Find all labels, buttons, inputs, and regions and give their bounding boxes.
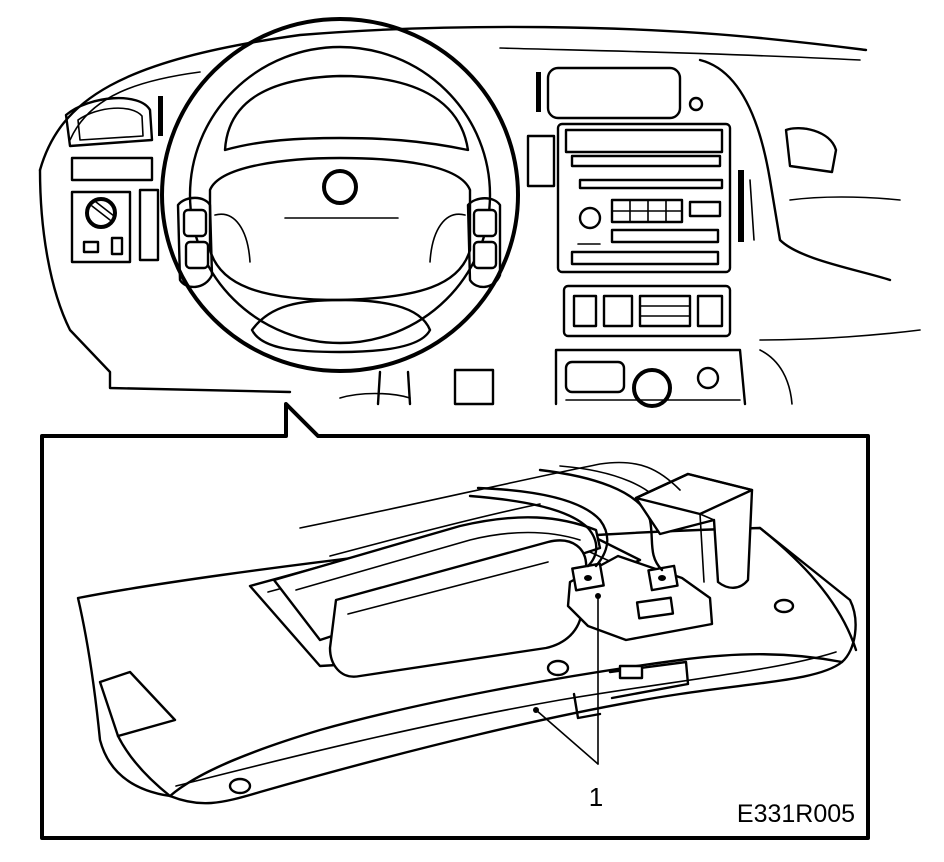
left-vent-outer: [64, 96, 154, 148]
steering-wheel-hub: [208, 156, 472, 302]
callout-leader-1b-tip: [533, 707, 539, 713]
dashboard-inner-arc: [69, 71, 201, 141]
dashboard-right-surface: [759, 329, 921, 341]
connector-b-pin: [658, 575, 666, 581]
lower-panel-left-tab: [116, 734, 172, 798]
right-vent: [784, 127, 838, 174]
mounting-hole-3: [773, 598, 795, 614]
wheel-right-button-upper: [472, 208, 498, 238]
dashboard-top-ridge: [499, 47, 861, 61]
climate-button-2: [602, 294, 634, 328]
center-vent-slot-left: [536, 72, 541, 112]
wiring-harness-1: [476, 486, 609, 568]
radio-preset-dividers: [611, 199, 683, 223]
steering-wheel-upper-opening: [223, 74, 470, 152]
air-duct-inner-edge: [699, 513, 715, 583]
mounting-hole-1: [546, 659, 570, 677]
light-switch-panel: [70, 190, 132, 264]
wheel-right-button-lower: [472, 240, 498, 270]
dashboard-view: [38, 17, 921, 408]
radio-unit: [556, 122, 732, 274]
lower-hanging-bracket: [572, 660, 690, 720]
left-vent-inner: [77, 107, 144, 141]
callout-leader-1b: [535, 709, 599, 765]
left-panel-column: [138, 188, 160, 262]
control-module-ridge: [295, 531, 581, 591]
wheel-left-button-upper: [182, 208, 208, 238]
wheel-left-spoke-contour: [214, 213, 251, 263]
radio-display-strip: [578, 178, 724, 190]
dashboard-right-lower: [759, 349, 793, 405]
left-panel-top: [70, 156, 154, 182]
radio-button-row-top: [570, 154, 722, 168]
bracket-slot: [635, 596, 675, 620]
callout-label-1: 1: [589, 782, 603, 812]
radio-cassette-slot: [564, 128, 724, 154]
left-vent-slot: [158, 96, 163, 136]
dash-upper-structure: [299, 461, 681, 529]
gear-knob: [632, 368, 672, 408]
radio-eject-button: [688, 200, 722, 218]
console-round-button: [696, 366, 720, 390]
wheel-left-button-lower: [184, 240, 210, 270]
wheel-right-spoke: [466, 197, 502, 289]
wheel-left-spoke: [176, 196, 214, 289]
center-display: [546, 66, 682, 120]
wiring-harness-2: [468, 494, 598, 568]
mounting-hole-2: [228, 777, 252, 795]
steering-wheel-emblem: [322, 169, 358, 205]
radio-lower-strip: [570, 250, 720, 266]
light-switch-dimmer: [110, 236, 124, 256]
glovebox-top: [789, 196, 901, 201]
light-switch-button: [82, 240, 100, 254]
detail-view: 1: [76, 461, 858, 812]
dash-upper-structure-2: [329, 503, 541, 557]
lower-bracket-clip: [618, 664, 644, 680]
steering-wheel-rim-inner: [188, 45, 492, 345]
control-module-lower-block: [328, 539, 588, 678]
lower-panel-left-cutout: [98, 670, 177, 738]
climate-button-3: [638, 294, 692, 328]
steering-wheel-lower-opening: [250, 298, 432, 354]
right-vent-slot: [738, 170, 744, 242]
steering-wheel-rim: [160, 17, 520, 373]
dashboard-right-edge: [698, 58, 892, 282]
dashboard-lower-contour: [38, 168, 292, 394]
center-console: [554, 348, 747, 406]
column-cover: [339, 392, 411, 399]
detail-frame: [40, 402, 870, 840]
climate-button-4: [696, 294, 724, 328]
radio-button-row-bottom: [610, 228, 720, 244]
light-switch-knob-grip: [91, 201, 115, 221]
control-module-lower-ridge: [347, 561, 549, 615]
center-left-vent: [526, 134, 556, 188]
climate-panel: [562, 284, 732, 338]
steering-column: [376, 370, 412, 406]
climate-button-1: [572, 294, 598, 328]
callout-leader-1a-tip: [595, 593, 601, 599]
radio-volume-knob: [578, 206, 602, 230]
light-switch-knob: [85, 197, 117, 229]
center-indicator: [688, 96, 704, 112]
lower-panel-right-flange: [758, 526, 858, 652]
wheel-right-spoke-contour: [429, 213, 466, 263]
right-panel-edge: [749, 179, 755, 241]
connector-a-pin: [584, 575, 592, 581]
pedal-bracket: [453, 368, 495, 406]
lower-panel-inner-lip: [175, 651, 837, 787]
dashboard-top-contour: [38, 25, 868, 172]
climate-button-lines: [639, 305, 691, 317]
console-switch-block: [564, 360, 626, 394]
lower-panel-front-edge: [168, 660, 844, 805]
figure-code: E331R005: [737, 800, 855, 828]
